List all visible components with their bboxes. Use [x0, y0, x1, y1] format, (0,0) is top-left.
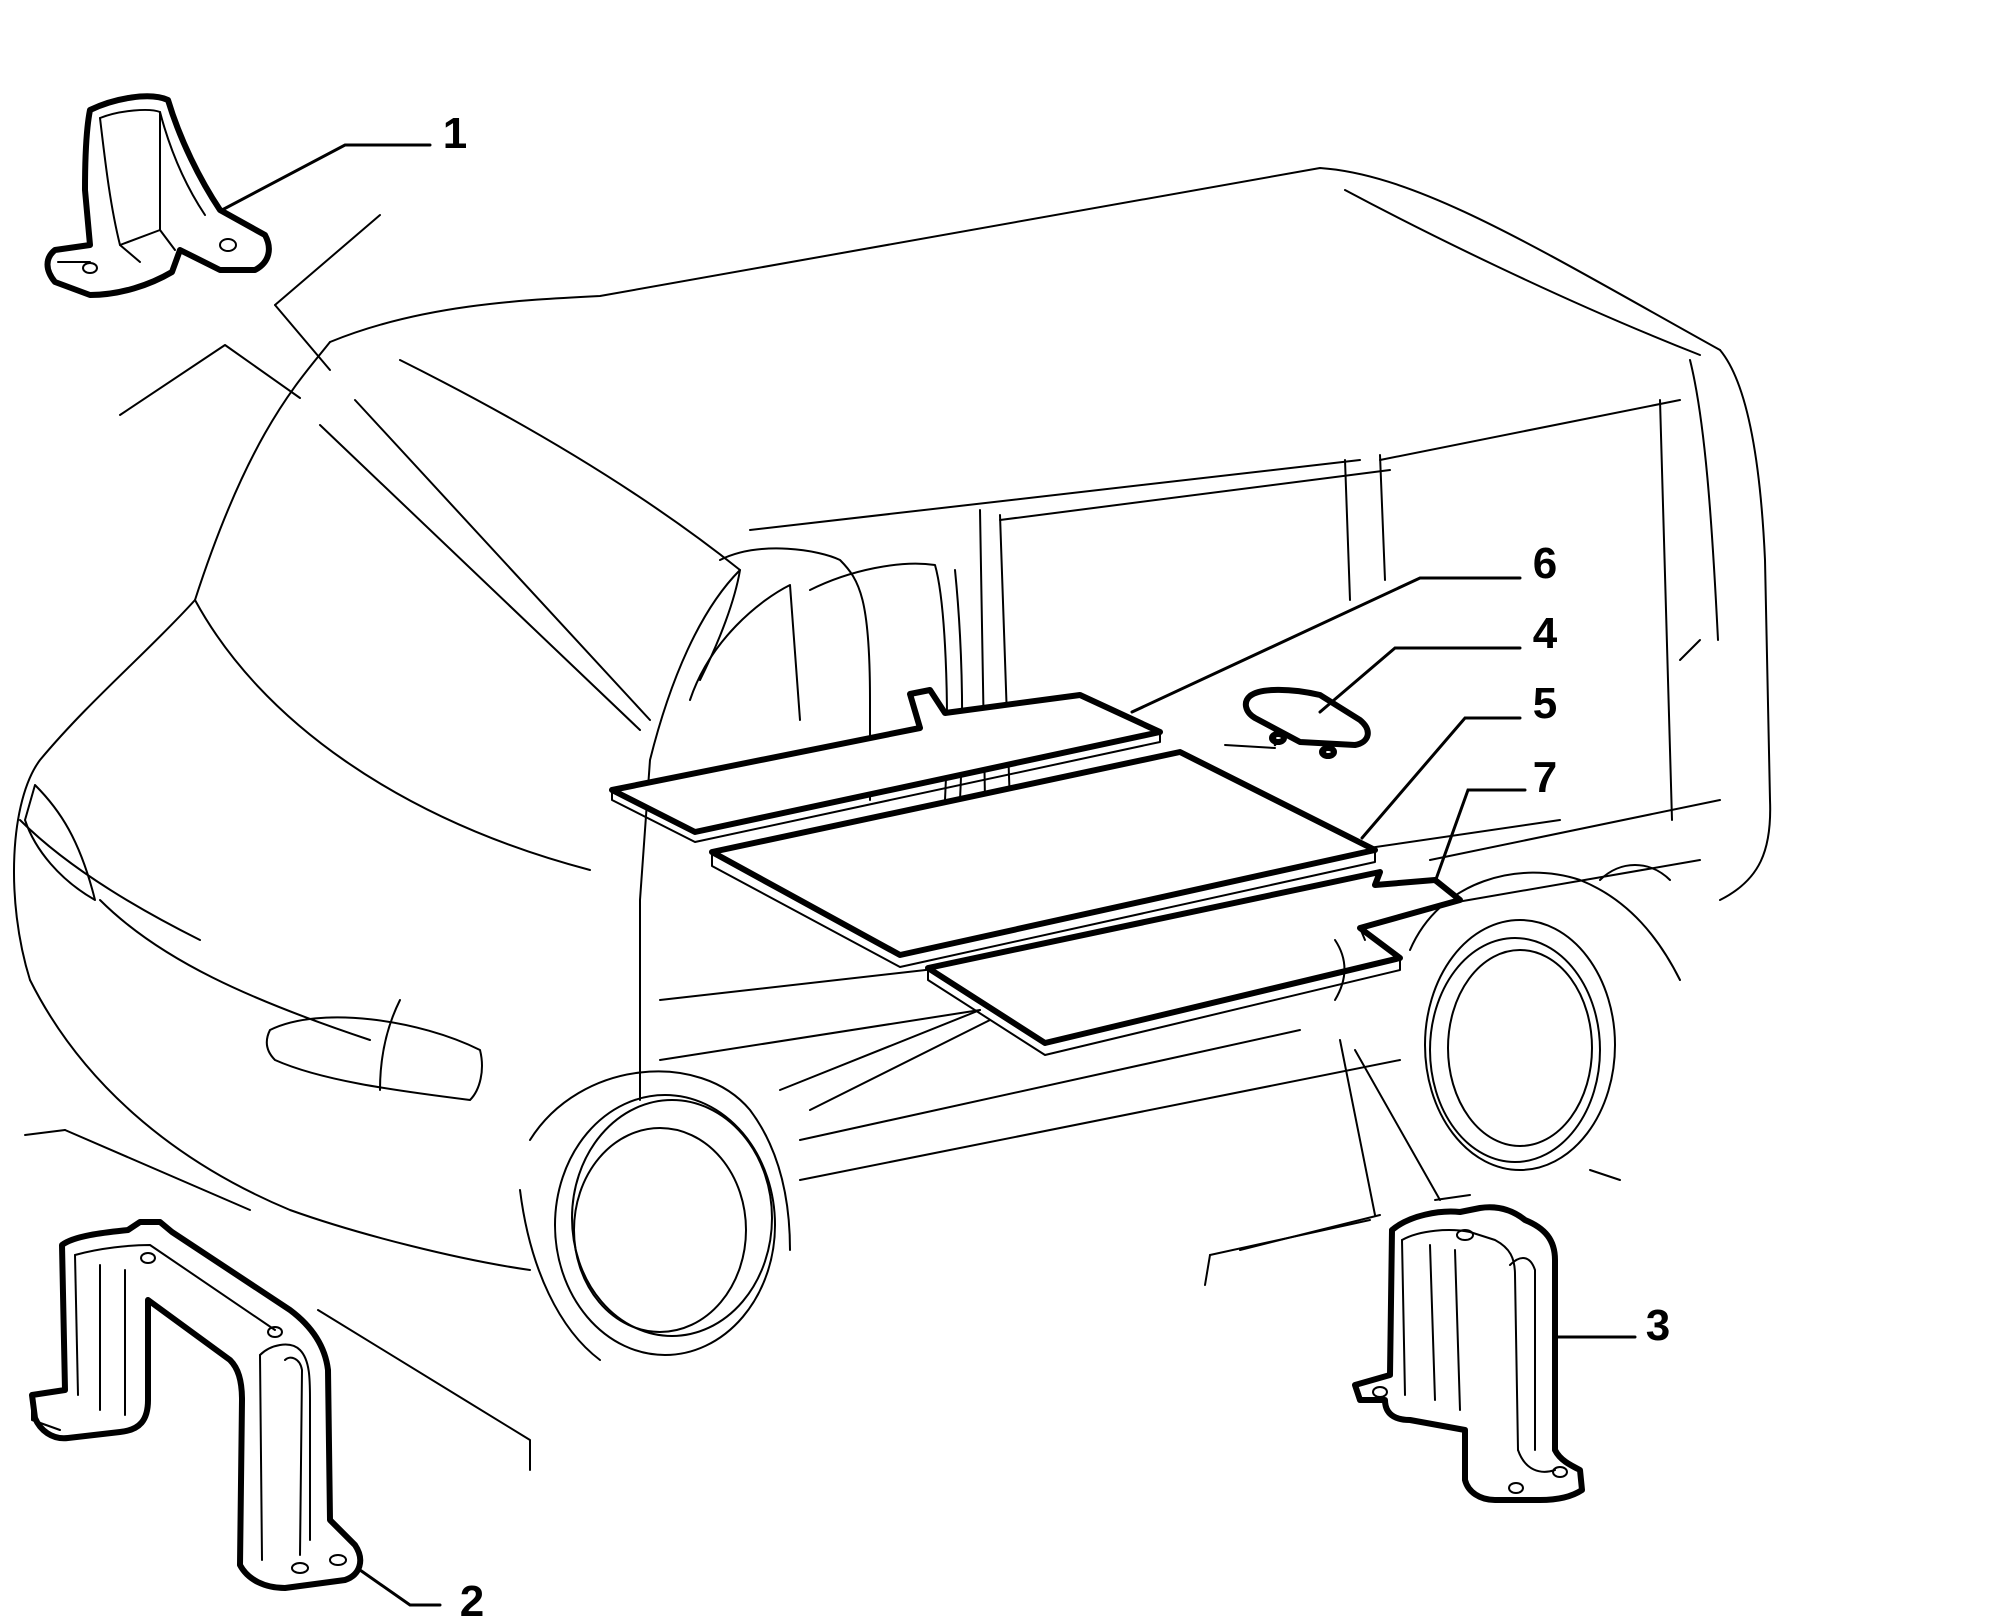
callout-2: 2: [460, 1577, 484, 1619]
part-2-bracket: [29, 1219, 364, 1591]
callout-6: 6: [1533, 539, 1557, 588]
callout-labels: 1 2 3 4 5 6 7: [443, 109, 1670, 1619]
callout-5: 5: [1533, 679, 1557, 728]
mounting-reference-lines: [319, 399, 1441, 1251]
part-1-bracket: [44, 93, 272, 298]
callout-3: 3: [1646, 1301, 1670, 1350]
part-3-bracket: [1352, 1204, 1585, 1503]
callout-1: 1: [443, 109, 467, 158]
callout-leaders: [220, 143, 1637, 1607]
callout-4: 4: [1533, 609, 1558, 658]
callout-7: 7: [1533, 753, 1557, 802]
part-6-front-floor-panel: [609, 687, 1163, 843]
part-4-clip: [1224, 686, 1371, 759]
part-5-middle-floor-panel: [709, 749, 1378, 968]
part-7-rear-floor-panel: [925, 869, 1463, 1056]
